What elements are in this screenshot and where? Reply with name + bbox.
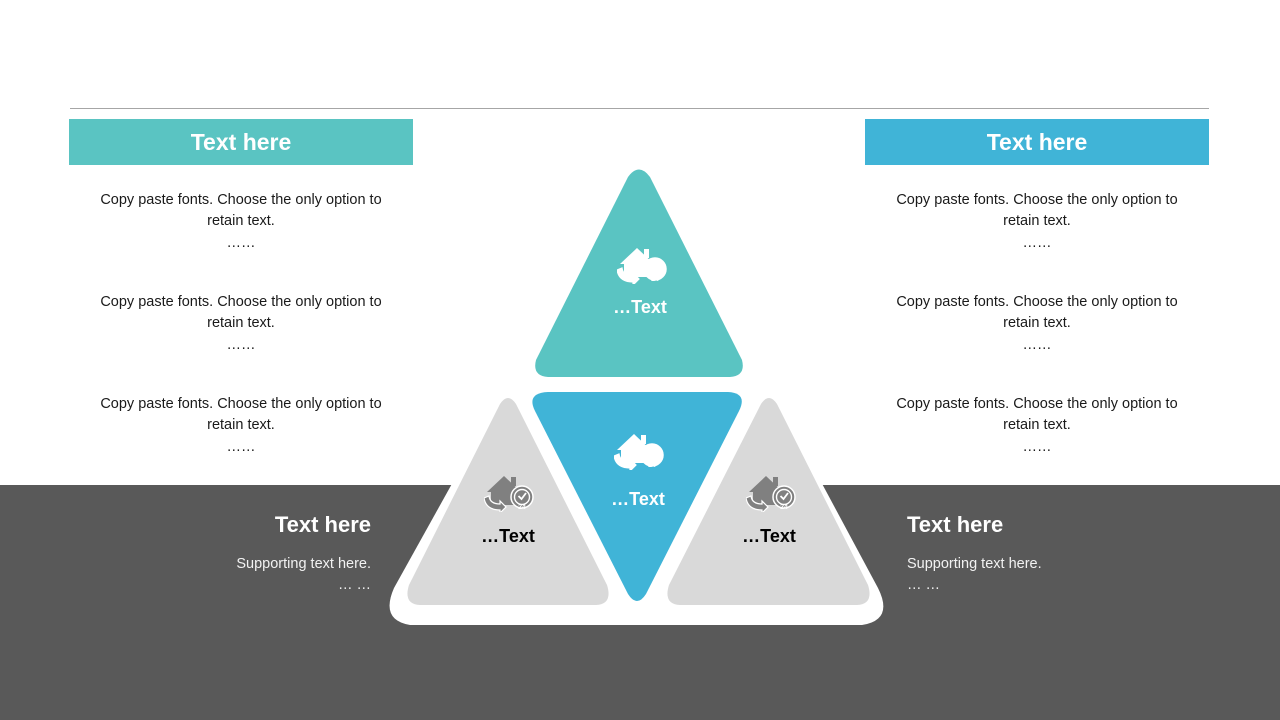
left-item-2: Copy paste fonts. Choose the only option…: [96, 292, 386, 356]
band-right-dots: … …: [907, 577, 941, 593]
right-item-2-dots: ……: [1022, 337, 1052, 353]
left-triangle-label: …Text: [481, 526, 535, 546]
left-item-3-dots: ……: [226, 439, 256, 455]
band-right-title: Text here: [907, 512, 1004, 537]
right-item-3-text: Copy paste fonts. Choose the only option…: [896, 396, 1178, 433]
top-triangle-label: …Text: [613, 297, 667, 317]
left-item-1-text: Copy paste fonts. Choose the only option…: [100, 192, 382, 229]
right-item-3-dots: ……: [1022, 439, 1052, 455]
right-item-3: Copy paste fonts. Choose the only option…: [892, 394, 1182, 458]
band-left-sub: Supporting text here. … …: [151, 554, 371, 596]
band-left-sub-text: Supporting text here.: [236, 556, 371, 572]
top-divider: [70, 108, 1209, 109]
right-item-1: Copy paste fonts. Choose the only option…: [892, 190, 1182, 254]
left-item-2-text: Copy paste fonts. Choose the only option…: [100, 294, 382, 331]
right-item-1-dots: ……: [1022, 235, 1052, 251]
left-header: Text here: [69, 119, 413, 165]
left-item-3-text: Copy paste fonts. Choose the only option…: [100, 396, 382, 433]
right-item-2: Copy paste fonts. Choose the only option…: [892, 292, 1182, 356]
right-item-2-text: Copy paste fonts. Choose the only option…: [896, 294, 1178, 331]
left-item-1: Copy paste fonts. Choose the only option…: [96, 190, 386, 254]
right-header: Text here: [865, 119, 1209, 165]
band-right-sub-text: Supporting text here.: [907, 556, 1042, 572]
left-item-1-dots: ……: [226, 235, 256, 251]
band-left-dots: … …: [337, 577, 371, 593]
left-item-3: Copy paste fonts. Choose the only option…: [96, 394, 386, 458]
right-item-1-text: Copy paste fonts. Choose the only option…: [896, 192, 1178, 229]
right-triangle-label: …Text: [742, 526, 796, 546]
left-item-2-dots: ……: [226, 337, 256, 353]
center-triangle: [532, 392, 742, 601]
band-left-title: Text here: [274, 512, 371, 537]
band-right-sub: Supporting text here. … …: [907, 554, 1127, 596]
center-triangle-label: …Text: [611, 489, 665, 509]
